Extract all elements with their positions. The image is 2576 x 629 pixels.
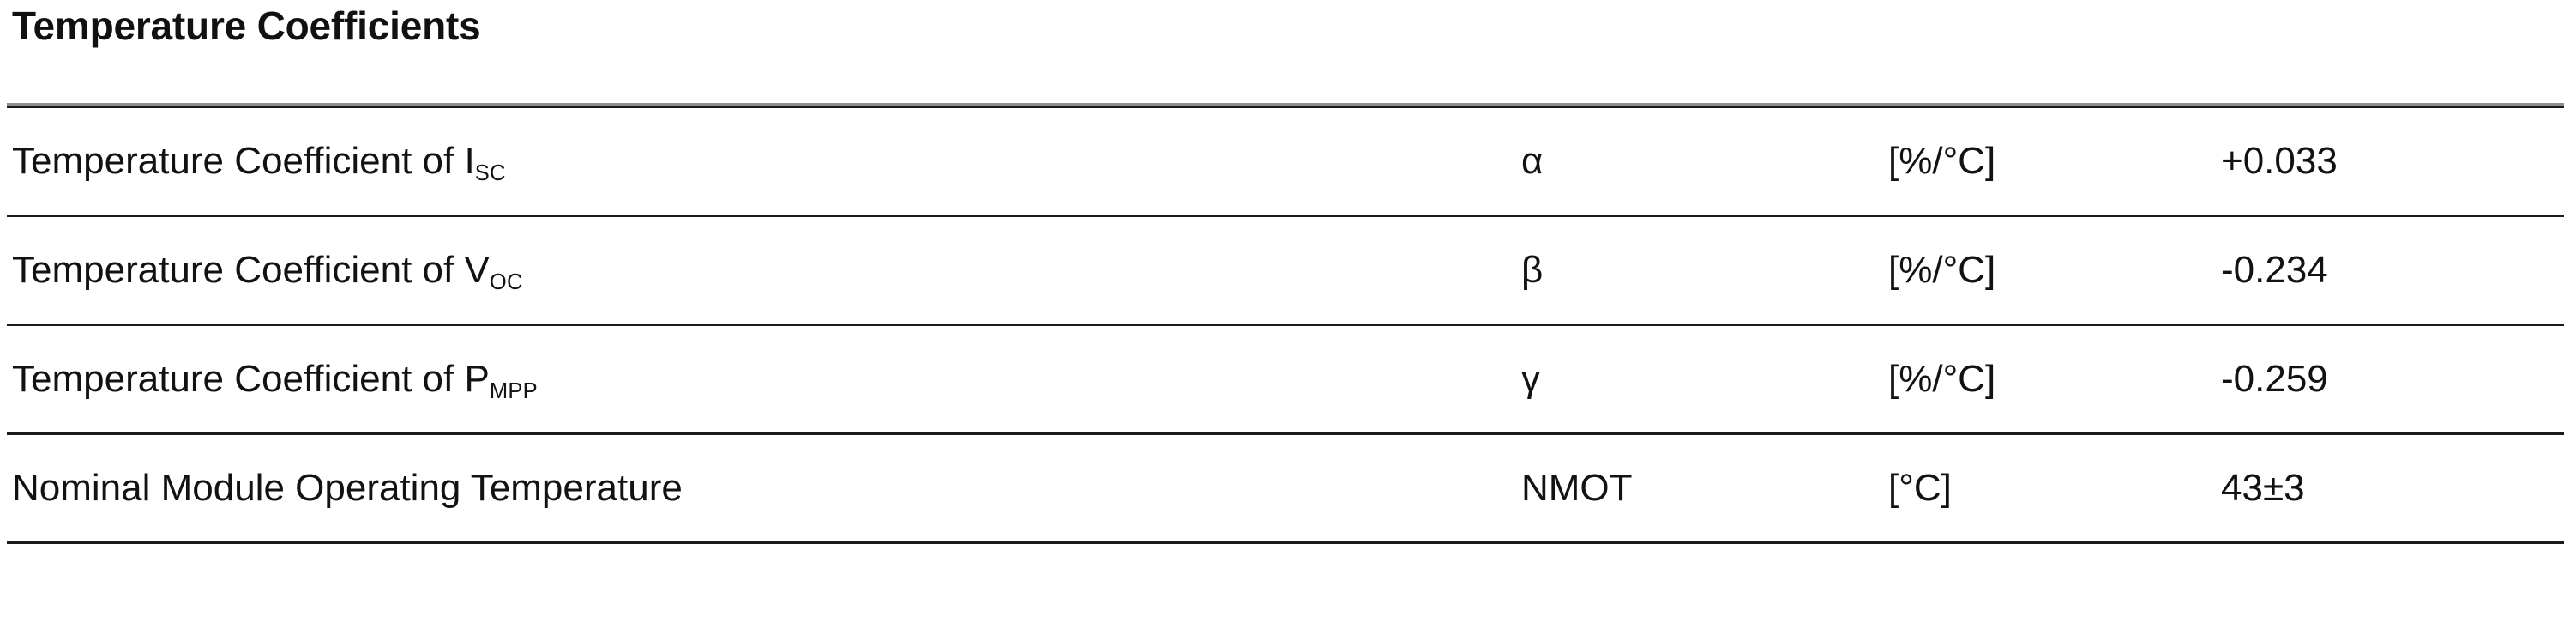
- table-row: Temperature Coefficient of ISC α [%/°C] …: [7, 106, 2564, 218]
- row-unit-label: [%/°C]: [1888, 358, 1996, 401]
- row-value-label: -0.234: [2221, 249, 2328, 292]
- row-parameter-cell: Temperature Coefficient of VOC: [7, 215, 1513, 327]
- row-value-label: -0.259: [2221, 358, 2328, 401]
- row-unit-label: [%/°C]: [1888, 249, 1996, 292]
- row-unit-cell: [%/°C]: [1881, 106, 2216, 218]
- row-parameter-subscript: MPP: [489, 378, 539, 403]
- row-value-label: +0.033: [2221, 140, 2338, 183]
- row-parameter-subscript: OC: [489, 269, 523, 294]
- row-symbol-cell: NMOT: [1513, 433, 1881, 545]
- row-parameter-cell: Nominal Module Operating Temperature: [7, 433, 1513, 545]
- table-row: Temperature Coefficient of PMPP γ [%/°C]…: [7, 324, 2564, 436]
- table-top-rule: [7, 103, 2564, 109]
- row-parameter-label: Temperature Coefficient of ISC: [7, 140, 1513, 184]
- row-parameter-cell: Temperature Coefficient of ISC: [7, 106, 1513, 218]
- row-parameter-label: Nominal Module Operating Temperature: [7, 469, 1513, 507]
- row-parameter-cell: Temperature Coefficient of PMPP: [7, 324, 1513, 436]
- row-unit-cell: [%/°C]: [1881, 215, 2216, 327]
- table-row: Temperature Coefficient of VOC β [%/°C] …: [7, 215, 2564, 327]
- row-unit-label: [%/°C]: [1888, 140, 1996, 183]
- row-symbol-cell: β: [1513, 215, 1881, 327]
- temperature-coefficients-table: Temperature Coefficient of ISC α [%/°C] …: [7, 103, 2564, 545]
- row-parameter-subscript: SC: [474, 160, 506, 185]
- row-unit-cell: [°C]: [1881, 433, 2216, 545]
- row-parameter-text: Temperature Coefficient of P: [12, 358, 490, 401]
- row-symbol-label: β: [1521, 249, 1544, 292]
- table-top-rule-cell: [7, 103, 2564, 109]
- row-parameter-text: Temperature Coefficient of V: [12, 249, 490, 292]
- row-symbol-label: α: [1521, 140, 1544, 183]
- row-value-label: 43±3: [2221, 467, 2305, 510]
- row-parameter-text: Temperature Coefficient of I: [12, 140, 475, 183]
- row-value-cell: 43±3: [2216, 433, 2564, 545]
- row-symbol-cell: α: [1513, 106, 1881, 218]
- row-symbol-cell: γ: [1513, 324, 1881, 436]
- table-row: Nominal Module Operating Temperature NMO…: [7, 433, 2564, 545]
- row-symbol-label: γ: [1521, 358, 1540, 401]
- row-unit-label: [°C]: [1888, 467, 1952, 510]
- row-value-cell: -0.259: [2216, 324, 2564, 436]
- row-parameter-label: Temperature Coefficient of PMPP: [7, 358, 1513, 402]
- row-parameter-text: Nominal Module Operating Temperature: [12, 467, 683, 510]
- page-title: Temperature Coefficients: [12, 3, 481, 48]
- row-symbol-label: NMOT: [1521, 467, 1633, 510]
- row-parameter-label: Temperature Coefficient of VOC: [7, 249, 1513, 293]
- row-unit-cell: [%/°C]: [1881, 324, 2216, 436]
- row-value-cell: +0.033: [2216, 106, 2564, 218]
- row-value-cell: -0.234: [2216, 215, 2564, 327]
